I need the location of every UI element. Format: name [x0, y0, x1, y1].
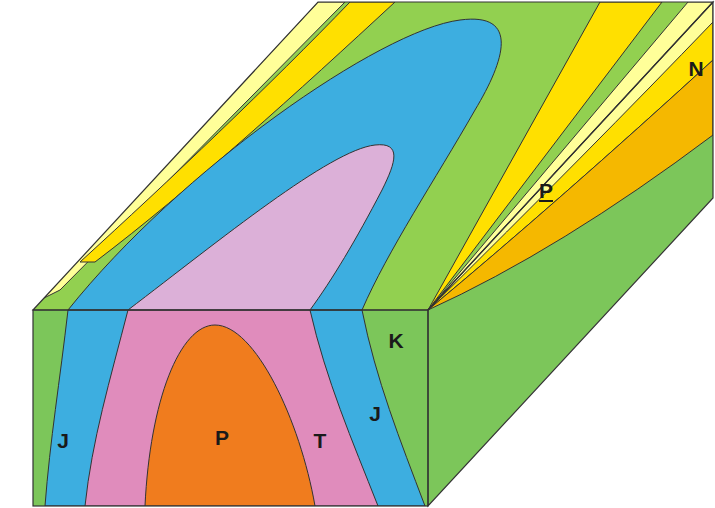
unit-label: T [314, 430, 327, 451]
cretaceous-front [33, 310, 428, 506]
cretaceous-side [428, 2, 713, 506]
jurassic-band [68, 19, 501, 310]
block-outline [33, 310, 428, 506]
front-face [33, 310, 428, 506]
jurassic-front [45, 310, 425, 506]
permian-core [145, 325, 315, 506]
unit-label: J [57, 430, 69, 451]
triassic-front [85, 310, 378, 506]
paleogene-orange-side [428, 60, 713, 310]
unit-label: P [539, 180, 553, 201]
block-outline [428, 2, 713, 506]
unit-label: J [369, 403, 381, 424]
unit-label: P [215, 427, 229, 448]
unit-label: N [688, 58, 703, 79]
unit-label: K [388, 330, 403, 351]
triassic-core [128, 145, 394, 310]
right-face [428, 2, 713, 506]
block-outline [33, 2, 713, 310]
